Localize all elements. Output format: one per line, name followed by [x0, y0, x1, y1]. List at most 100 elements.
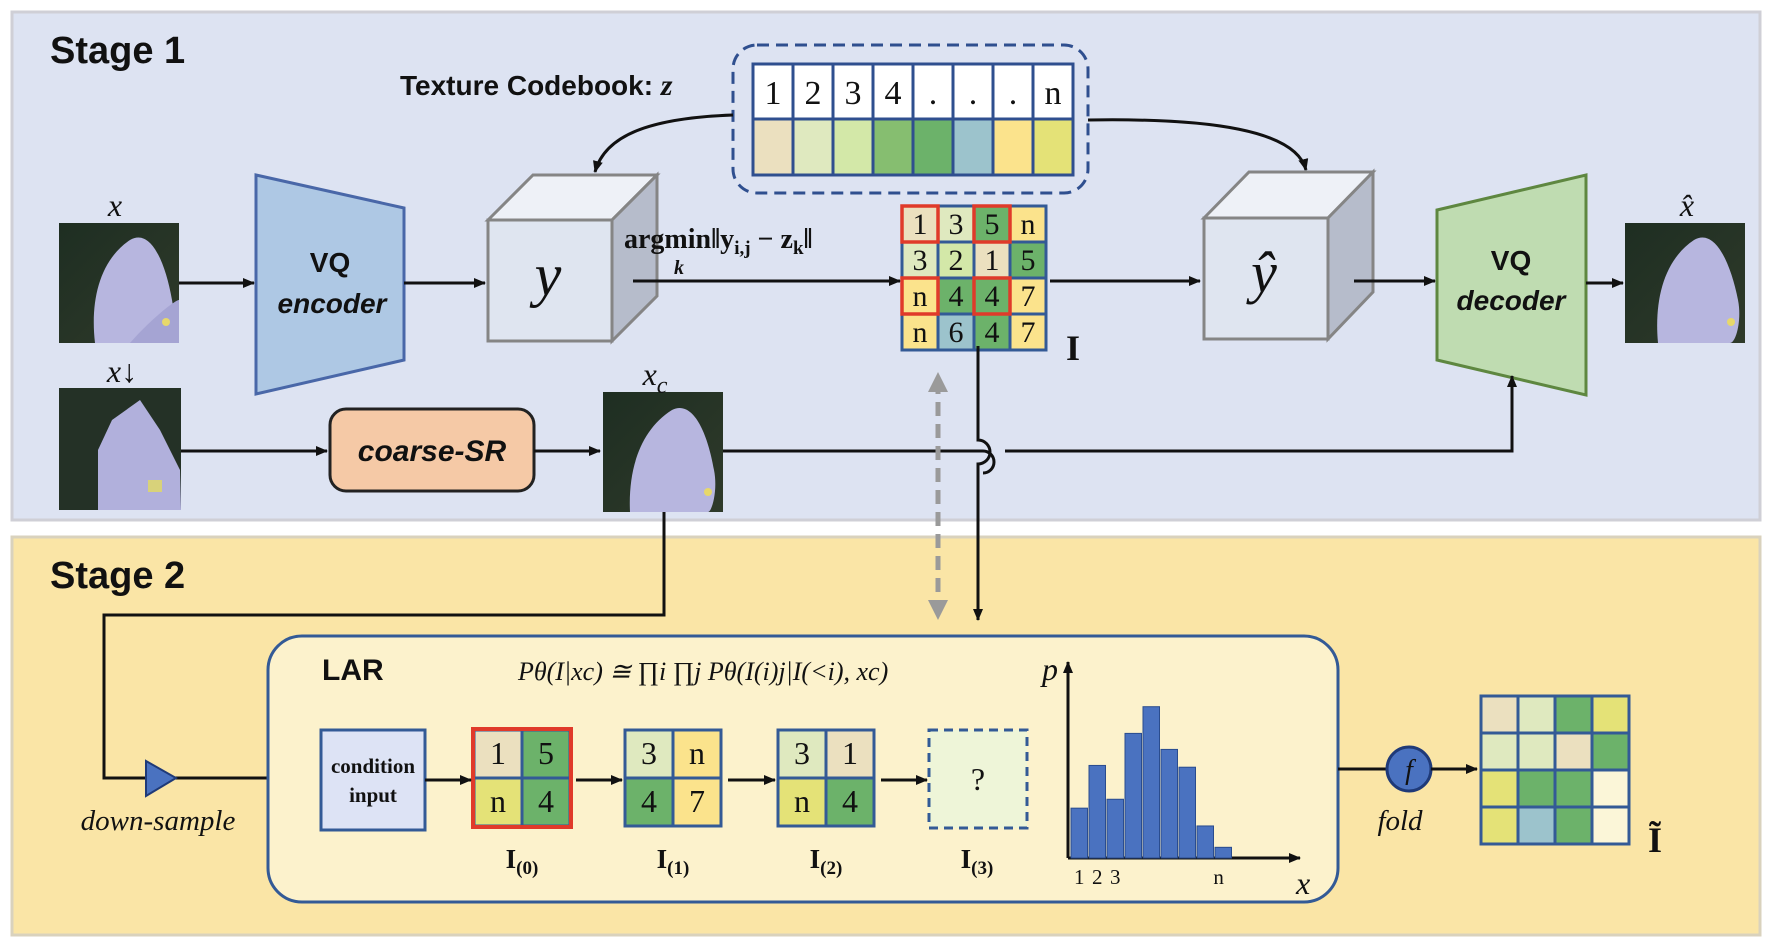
- input-image-x-c: [603, 392, 723, 512]
- histogram-bar: [1214, 846, 1232, 859]
- output-grid-cell: [1590, 731, 1631, 772]
- lar-step-value: n: [689, 735, 705, 771]
- lar-step-label: I(2): [810, 844, 843, 879]
- lar-step-cell: [623, 728, 675, 780]
- codebook-index-label: .: [1009, 75, 1018, 112]
- output-grid-cell: [1479, 805, 1520, 846]
- lar-step-value: 1: [842, 735, 858, 771]
- input-image-x-down: [59, 388, 181, 510]
- index-grid-value: 7: [1021, 316, 1036, 349]
- codebook-index-label: 4: [885, 75, 902, 112]
- index-grid-value: n: [913, 280, 928, 313]
- latent-cube-y-hat: ŷ: [1200, 168, 1377, 343]
- histogram-bar: [1196, 825, 1214, 859]
- label-x-c: xc: [642, 356, 668, 399]
- codebook-color-cell: [831, 117, 875, 177]
- condition-input-line2: input: [349, 783, 397, 807]
- codebook-color-cell: [991, 117, 1035, 177]
- histogram-tick-label: 3: [1110, 865, 1121, 889]
- codebook-index-label: n: [1045, 75, 1062, 112]
- index-grid-value: 1: [913, 208, 928, 241]
- codebook-label: Texture Codebook: z: [400, 69, 673, 102]
- histogram-bar: [1070, 807, 1088, 859]
- stage1-arrows: [102, 113, 1624, 783]
- output-grid-cell: [1553, 694, 1594, 735]
- histogram-tick-label: 1: [1074, 865, 1085, 889]
- codebook-color-cell: [951, 117, 995, 177]
- codebook-index-label: 2: [805, 75, 822, 112]
- down-sample-label: down-sample: [81, 805, 236, 837]
- index-grid-value: n: [913, 316, 928, 349]
- label-x-down: x↓: [106, 353, 137, 389]
- stage2-title: Stage 2: [50, 555, 185, 597]
- lar-step-value: n: [490, 783, 506, 819]
- histogram-bar: [1160, 748, 1178, 859]
- index-grid-value: 1: [985, 244, 1000, 277]
- vq-encoder-line2: encoder: [278, 288, 389, 319]
- index-grid-cell: [1008, 240, 1048, 280]
- condition-input-box: [319, 728, 427, 832]
- output-grid-cell: [1590, 768, 1631, 809]
- histogram-x-label: x: [1295, 865, 1310, 901]
- coarse-sr-block: coarse-SR: [328, 407, 536, 493]
- index-grid-highlight: [900, 276, 940, 316]
- grey-dashed-arrow: [928, 372, 948, 620]
- argmin-formula: argmin‖yi,j − zk‖: [624, 224, 813, 259]
- latent-y-label: y: [529, 242, 562, 308]
- vq-decoder-line2: decoder: [1457, 285, 1568, 316]
- input-image-x: [59, 223, 179, 343]
- codebook-color-cell: [791, 117, 835, 177]
- lar-step-cell: [623, 776, 675, 828]
- index-grid-value: 5: [985, 208, 1000, 241]
- codebook-index-label: .: [969, 75, 978, 112]
- lar-step-placeholder-label: ?: [971, 761, 985, 797]
- histogram-bar: [1178, 766, 1196, 859]
- codebook-color-cell: [1031, 117, 1075, 177]
- index-grid-value: 4: [985, 316, 1000, 349]
- lar-step-placeholder: [927, 728, 1029, 830]
- lar-step-value: 5: [538, 735, 554, 771]
- label-x-hat: x̂: [1679, 187, 1694, 223]
- index-grid-value: 5: [1021, 244, 1036, 277]
- codebook-color-cell: [751, 117, 795, 177]
- lar-step-highlight: [471, 727, 573, 829]
- fold-symbol: f: [1405, 755, 1416, 786]
- index-grid-value: 3: [949, 208, 964, 241]
- histogram-y-label: p: [1040, 651, 1058, 687]
- lar-block: LAR Pθ(I|xc) ≅ ∏i ∏j Pθ(I(i)j|I(<i), xc)…: [266, 634, 1340, 904]
- index-grid-value: 4: [985, 280, 1000, 313]
- lar-step-cell: [824, 776, 876, 828]
- index-grid-value: 3: [913, 244, 928, 277]
- fold-op: f fold: [1338, 745, 1478, 837]
- argmin-subscript: k: [674, 257, 684, 279]
- codebook-index-label: 3: [845, 75, 862, 112]
- output-grid-cell: [1479, 694, 1520, 735]
- down-sample-op: down-sample: [81, 759, 236, 837]
- index-grid-highlight: [972, 276, 1012, 316]
- lar-step-label: I(0): [506, 844, 539, 879]
- lar-step-cell: [472, 776, 524, 828]
- index-grid-value: 6: [949, 316, 964, 349]
- codebook-color-cell: [911, 117, 955, 177]
- codebook-index-label: 1: [765, 75, 782, 112]
- output-grid-cell: [1516, 805, 1557, 846]
- index-grid-highlight: [900, 204, 940, 244]
- codebook-index-cell: [1031, 62, 1075, 121]
- index-grid-label: I: [1066, 328, 1080, 368]
- vq-encoder: VQ encoder: [254, 173, 406, 396]
- output-grid-label: Ĩ: [1648, 820, 1662, 860]
- lar-title: LAR: [322, 654, 384, 687]
- codebook-index-cell: [751, 62, 795, 121]
- codebook-color-cell: [871, 117, 915, 177]
- condition-input-line1: condition: [331, 754, 415, 778]
- codebook-dashed-frame: [731, 43, 1090, 195]
- lar-step-value: 3: [794, 735, 810, 771]
- histogram-tick-label: 2: [1092, 865, 1103, 889]
- lar-step-label: I(1): [657, 844, 690, 879]
- lar-step-cell: [520, 776, 572, 828]
